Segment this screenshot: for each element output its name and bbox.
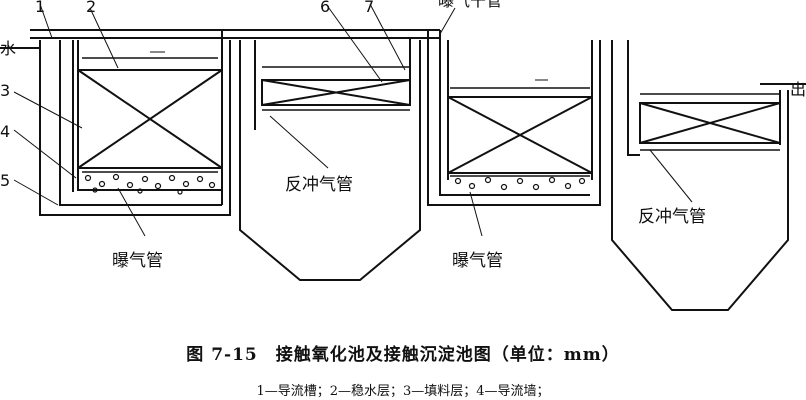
label-number-7: 7: [364, 0, 374, 16]
label-number-1: 1: [35, 0, 45, 16]
gravel-layer-2: [454, 176, 586, 191]
leader-lines: [13, 3, 693, 237]
sedimentation-tank-2: [611, 40, 806, 311]
label-number-3: 3: [0, 81, 10, 100]
sedimentation-tank-1: [239, 38, 421, 281]
gravel-layer-1: [84, 173, 216, 195]
label-number-6: 6: [320, 0, 330, 16]
outlet-label: 出: [790, 80, 806, 99]
oxidation-tank-2: [427, 30, 601, 206]
inlet-label: 水: [0, 39, 16, 58]
oxidation-tank-1: [39, 30, 231, 216]
backwash-pipe-label-1: 反冲气管: [285, 175, 353, 195]
label-number-4: 4: [0, 122, 10, 141]
aeration-pipe-label-2: 曝气管: [452, 251, 503, 271]
label-number-5: 5: [0, 171, 10, 190]
backwash-pipe-label-2: 反冲气管: [638, 207, 706, 227]
aeration-main-pipe-label: 曝气干管: [438, 0, 502, 10]
aeration-main-pipe: [30, 29, 441, 39]
label-number-2: 2: [86, 0, 96, 16]
figure-caption: 图 7-15 接触氧化池及接触沉淀池图（单位：mm）: [186, 345, 620, 365]
aeration-pipe-label-1: 曝气管: [112, 251, 163, 271]
figure-legend: 1—导流槽；2—稳水层；3—填料层；4—导流墙；: [256, 384, 550, 399]
